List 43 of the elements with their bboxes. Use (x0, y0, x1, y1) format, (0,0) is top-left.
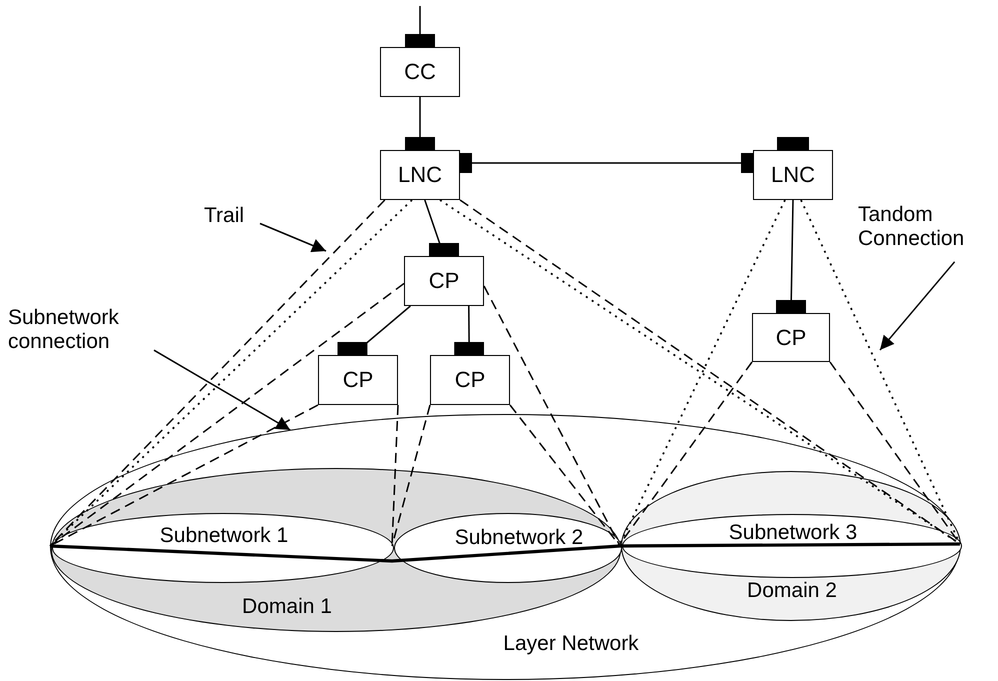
callout-text: Trail (204, 204, 246, 228)
box-label: LNC (398, 164, 442, 186)
component-box (380, 150, 460, 200)
box-label: CC (404, 61, 436, 83)
connection-line (337, 305, 411, 356)
region-label: Subnetwork 1 (160, 525, 288, 546)
connection-line (800, 200, 961, 544)
connection-line (619, 362, 753, 544)
component-box (404, 256, 484, 306)
region-label: Subnetwork 3 (728, 522, 858, 543)
region-label: Domain 2 (747, 580, 837, 601)
callout-text: Subnetwork connection (8, 306, 120, 354)
connection-line (483, 286, 621, 546)
leader-arrow (260, 222, 326, 252)
box-label: CP (428, 270, 460, 292)
connection-line (405, 97, 435, 150)
leader-arrow (154, 350, 291, 431)
connection-line (460, 153, 753, 173)
callout-text: Tandom Connection (858, 203, 966, 252)
connection-line (405, 6, 435, 47)
region-label: Layer Network (503, 633, 639, 654)
region-label: Subnetwork 2 (454, 527, 584, 548)
box-label: CP (776, 326, 806, 348)
box-label: LNC (770, 164, 815, 186)
connection-line (424, 200, 459, 256)
connection-line (391, 404, 431, 546)
leader-arrow (879, 261, 956, 350)
connection-line (619, 200, 786, 544)
component-box (318, 355, 398, 405)
region-label: Domain 1 (242, 596, 332, 617)
connection-line (509, 404, 621, 546)
component-box (430, 355, 510, 405)
component-box (380, 47, 460, 97)
box-label: CP (454, 369, 486, 391)
component-box (753, 150, 833, 200)
box-label: CP (342, 369, 374, 391)
component-box (752, 313, 830, 362)
connection-line (620, 542, 960, 548)
subnetwork-ellipse (52, 513, 394, 583)
connection-line (50, 282, 404, 547)
connection-line (776, 200, 806, 314)
connection-line (50, 544, 620, 563)
connection-line (454, 306, 484, 355)
